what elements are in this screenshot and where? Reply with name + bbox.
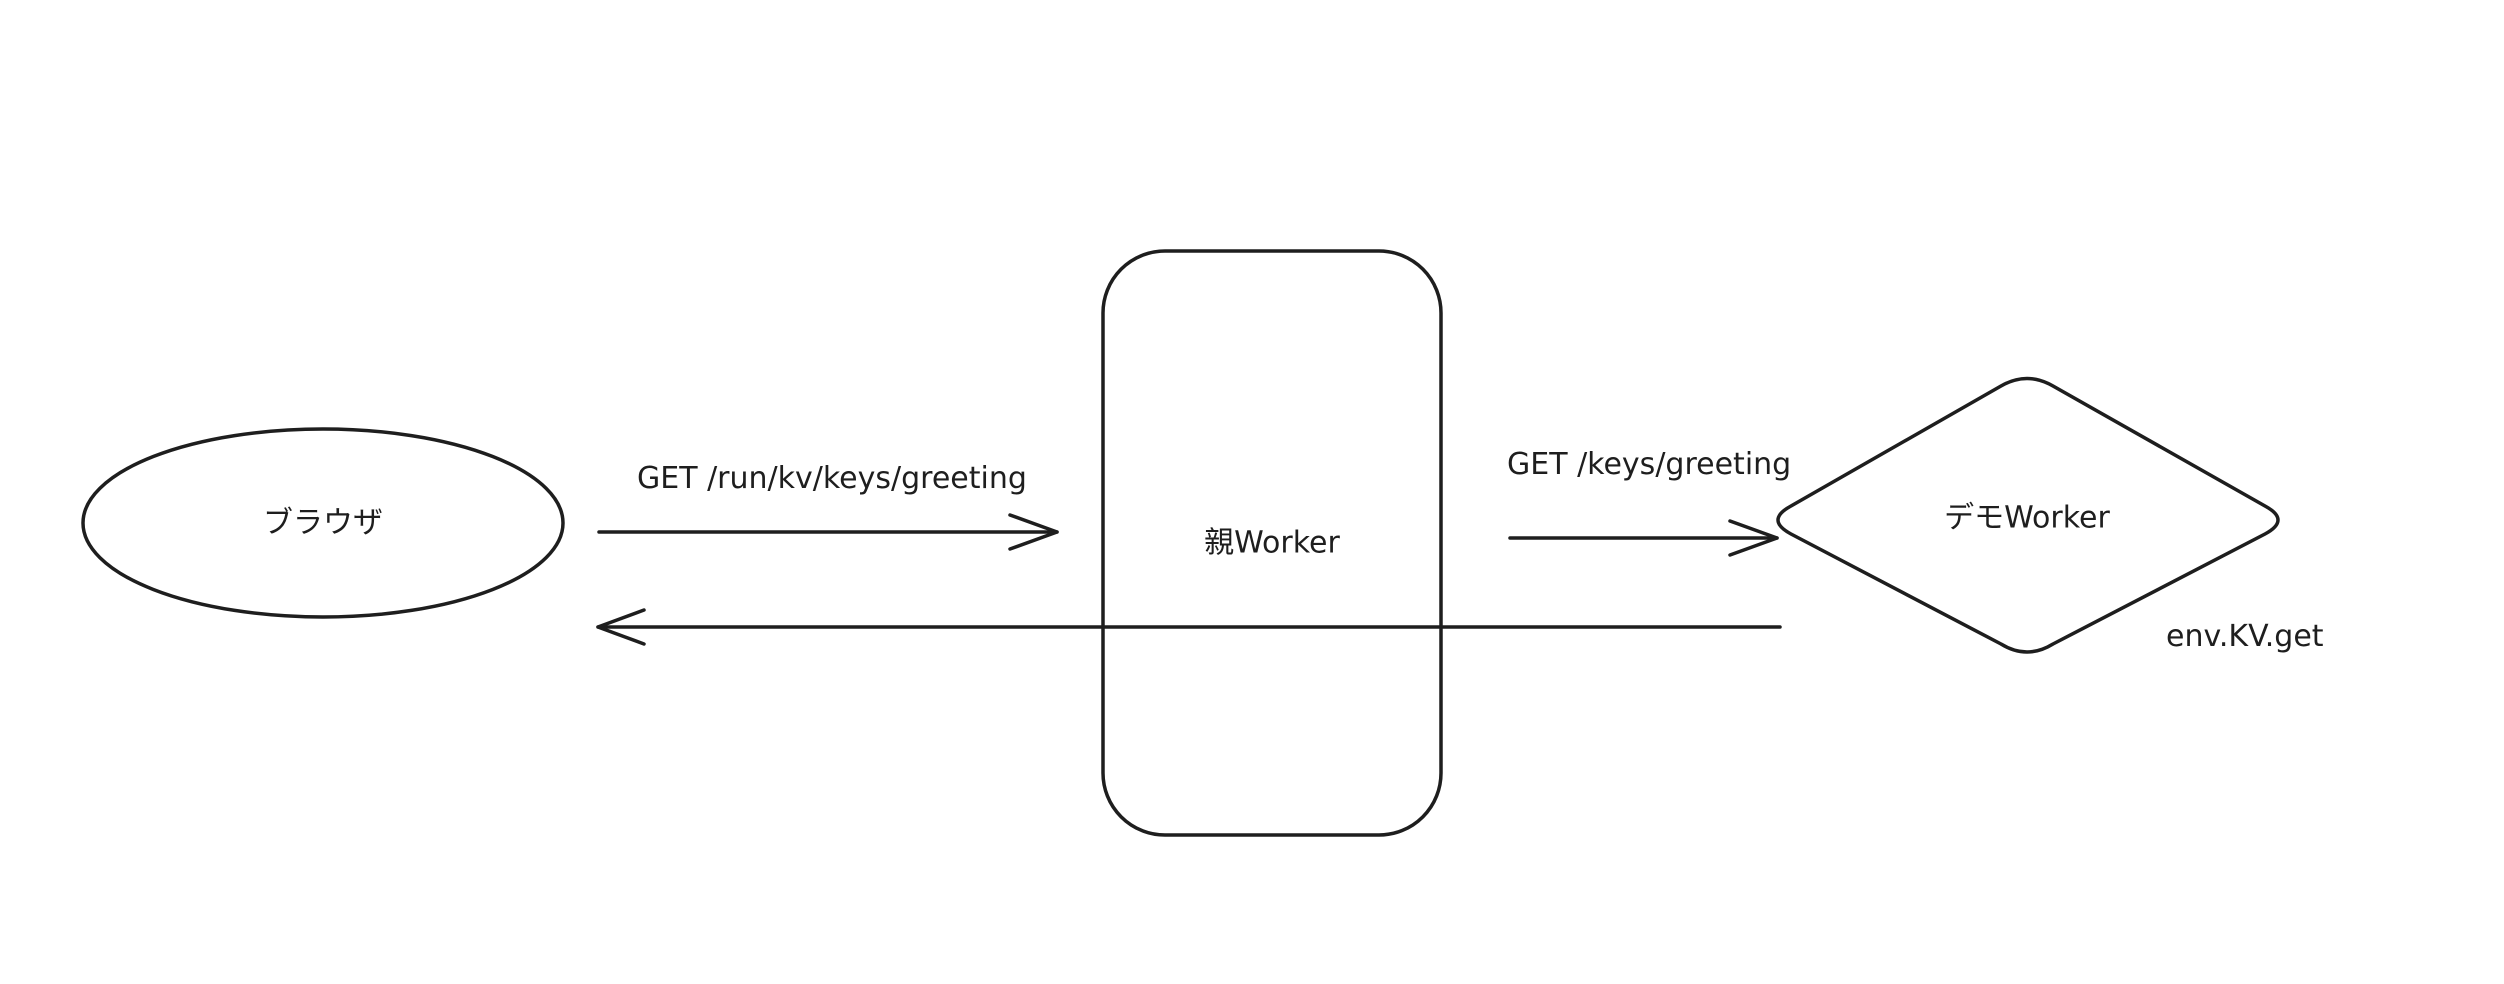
kv-get-annotation: env.KV.get [2166, 619, 2324, 654]
parent-worker-rect [1101, 249, 1443, 837]
demo-worker-label: デモWorker [1944, 501, 2110, 536]
edge-parent-to-demo-arrowhead [1728, 519, 1779, 557]
edge-browser-to-parent-label: GET /run/kv/keys/greeting [637, 461, 1027, 496]
demo-worker-node[interactable]: デモWorker [1776, 376, 2280, 654]
parent-worker-label: 親Worker [1204, 526, 1340, 561]
browser-label: ブラウザ [263, 506, 383, 541]
edge-parent-to-demo: GET /keys/greeting [1507, 447, 1791, 557]
edge-browser-to-parent: GET /run/kv/keys/greeting [597, 461, 1059, 551]
demo-worker-diamond [1776, 376, 2280, 654]
browser-ellipse [81, 427, 565, 619]
parent-worker-node[interactable]: 親Worker [1101, 249, 1443, 837]
edge-parent-to-demo-label: GET /keys/greeting [1507, 447, 1791, 482]
browser-node[interactable]: ブラウザ [81, 427, 565, 619]
edge-browser-to-parent-arrowhead [1008, 513, 1059, 551]
edge-demo-to-browser [596, 608, 1782, 646]
edge-demo-to-browser-arrowhead [596, 608, 646, 646]
